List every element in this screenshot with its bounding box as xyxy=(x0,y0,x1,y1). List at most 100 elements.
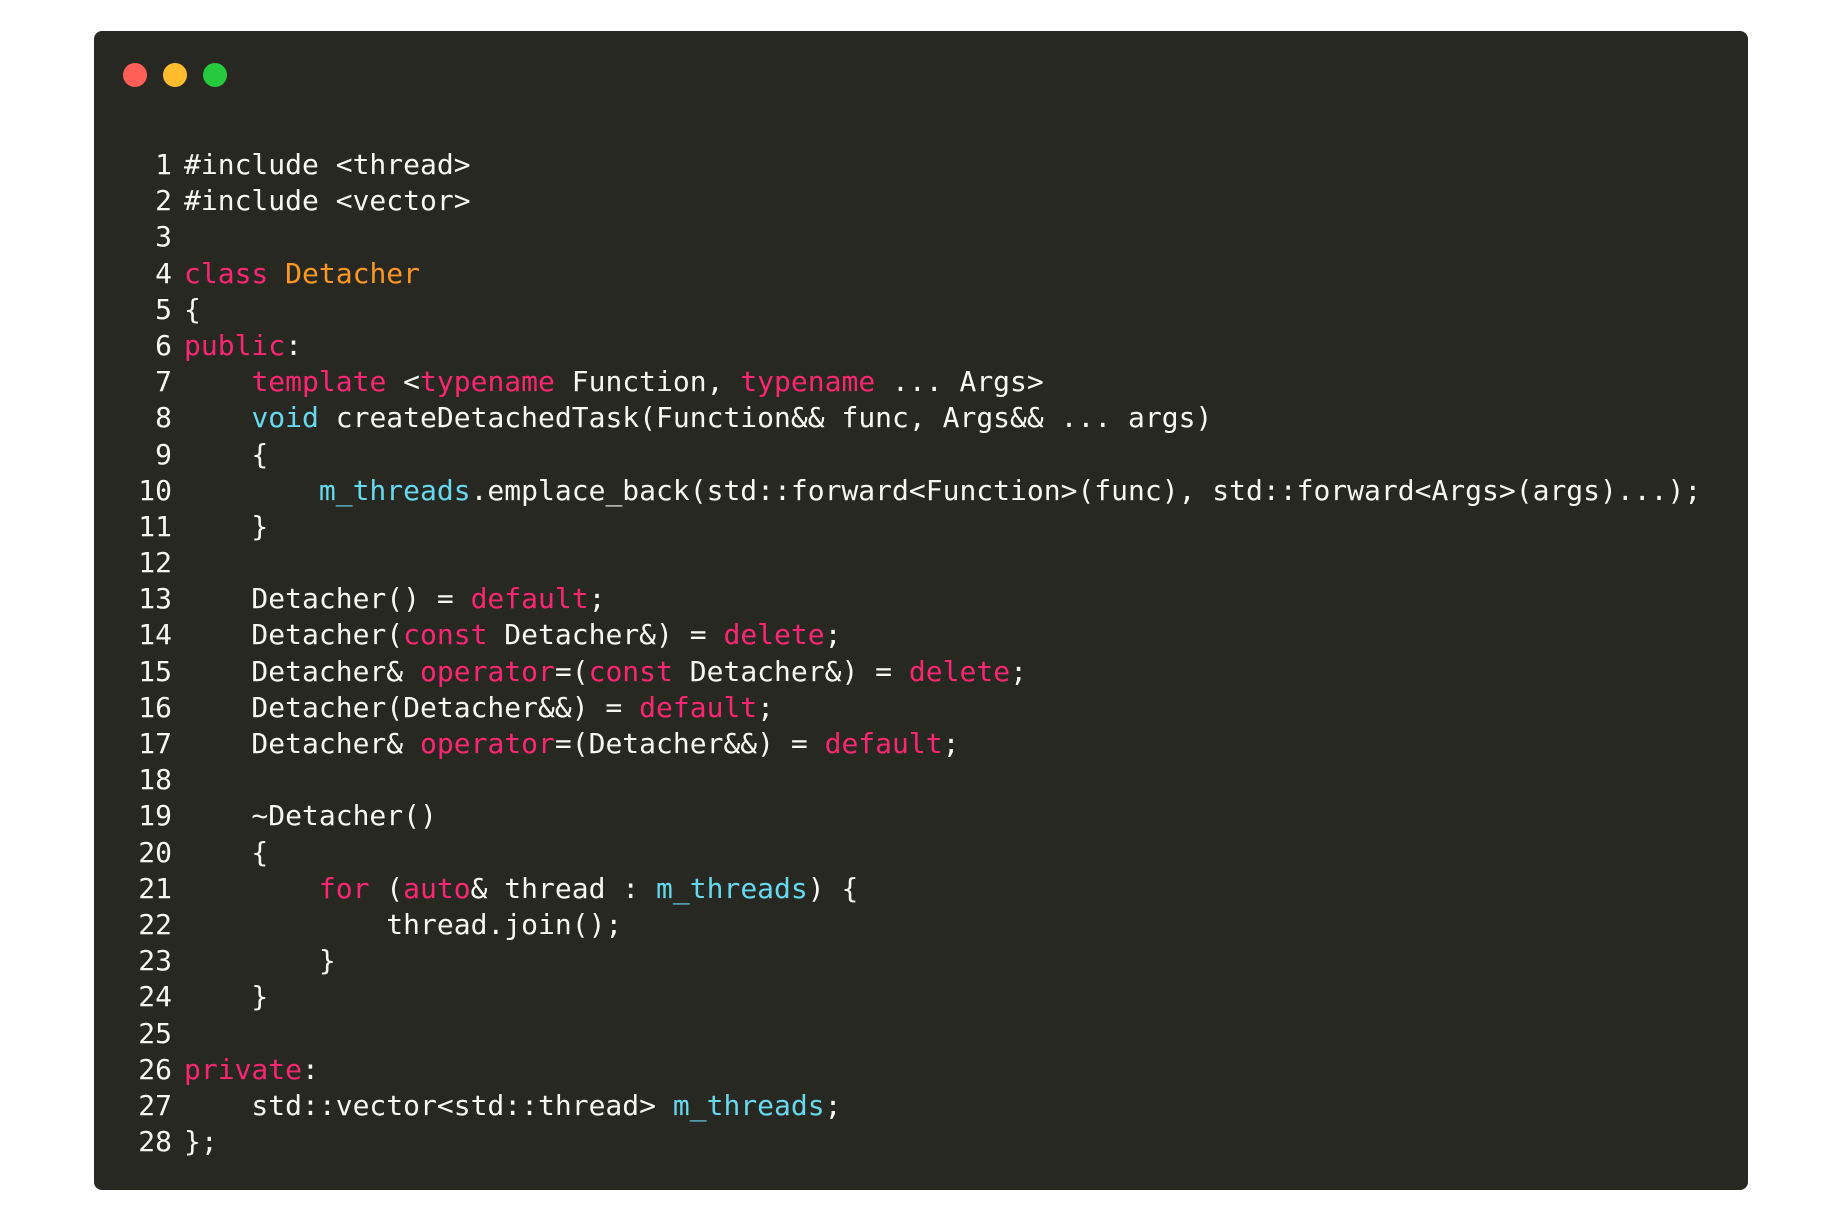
code-token: ( xyxy=(369,871,404,905)
line-number: 14 xyxy=(138,618,172,652)
code-token: Function, xyxy=(554,365,741,399)
code-token: ; xyxy=(588,582,606,616)
keyword-token: public xyxy=(184,328,286,362)
line-number: 6 xyxy=(155,328,172,362)
code-line: 11 } xyxy=(94,509,1701,545)
member-token: m_threads xyxy=(672,1088,825,1122)
code-token: .emplace_back(std::forward<Function>(fun… xyxy=(470,473,1702,507)
member-token: void xyxy=(251,401,319,435)
code-token: : xyxy=(285,328,303,362)
line-number: 19 xyxy=(138,799,172,833)
code-line: 8 void createDetachedTask(Function&& fun… xyxy=(94,400,1701,436)
code-token: =( xyxy=(554,654,589,688)
keyword-token: default xyxy=(470,582,589,616)
code-token xyxy=(184,872,319,905)
code-token: thread.join(); xyxy=(184,907,623,941)
code-token: ... Args> xyxy=(875,365,1044,399)
code-line: 25 xyxy=(94,1016,1701,1052)
code-token: ~Detacher() xyxy=(184,799,437,833)
line-number: 22 xyxy=(138,907,172,941)
keyword-token: delete xyxy=(908,654,1011,688)
code-token: Detacher&) = xyxy=(487,618,724,652)
code-token: } xyxy=(184,944,336,978)
line-number: 11 xyxy=(138,509,172,543)
code-line: 16 Detacher(Detacher&&) = default; xyxy=(94,690,1701,726)
minimize-dot-icon[interactable] xyxy=(163,63,187,87)
keyword-token: typename xyxy=(420,365,555,399)
line-number: 4 xyxy=(155,256,172,290)
code-line: 28}; xyxy=(94,1124,1701,1160)
code-token: } xyxy=(184,980,269,1014)
code-token: Detacher() = xyxy=(184,582,471,616)
keyword-token: for xyxy=(318,871,370,905)
code-line: 14 Detacher(const Detacher&) = delete; xyxy=(94,617,1701,653)
code-token: & thread : xyxy=(470,871,657,905)
line-number: 20 xyxy=(138,835,172,869)
line-number: 26 xyxy=(138,1052,172,1086)
code-line: 15 Detacher& operator=(const Detacher&) … xyxy=(94,654,1701,690)
line-number: 5 xyxy=(155,292,172,326)
code-line: 12 xyxy=(94,545,1701,581)
code-token: createDetachedTask(Function&& func, Args… xyxy=(318,401,1213,435)
code-token xyxy=(268,257,285,290)
line-number: 1 xyxy=(155,148,172,181)
code-line: 24 } xyxy=(94,979,1701,1015)
code-token: ; xyxy=(942,727,960,760)
line-number: 16 xyxy=(138,690,172,724)
member-token: m_threads xyxy=(656,871,808,905)
code-token: std::vector<std::thread> xyxy=(184,1088,673,1122)
code-line: 13 Detacher() = default; xyxy=(94,581,1701,617)
code-token xyxy=(184,401,251,434)
code-token: ; xyxy=(1010,654,1027,688)
code-line: 6 public: xyxy=(94,328,1701,364)
line-number: 17 xyxy=(138,727,172,760)
keyword-token: auto xyxy=(403,871,471,905)
line-number: 28 xyxy=(138,1125,172,1159)
code-line: 22 thread.join(); xyxy=(94,907,1701,943)
code-token: < xyxy=(386,365,421,399)
keyword-token: const xyxy=(403,618,488,652)
keyword-token: typename xyxy=(740,365,876,399)
keyword-token: delete xyxy=(723,618,825,652)
line-number: 23 xyxy=(138,944,172,978)
code-line: 10 m_threads.emplace_back(std::forward<F… xyxy=(94,473,1701,509)
code-token: ) { xyxy=(807,871,859,905)
code-token: { xyxy=(184,835,269,869)
code-line: 17 Detacher& operator=(Detacher&&) = def… xyxy=(94,726,1701,762)
code-token xyxy=(184,365,251,398)
line-number: 12 xyxy=(138,546,172,580)
maximize-dot-icon[interactable] xyxy=(203,63,227,87)
keyword-token: operator xyxy=(420,727,555,760)
code-token xyxy=(184,474,319,507)
code-line: 5{ xyxy=(94,292,1701,328)
line-number: 25 xyxy=(138,1016,172,1050)
line-number: 7 xyxy=(155,365,172,399)
code-line: 7 template <typename Function, typename … xyxy=(94,364,1701,400)
code-line: 3 xyxy=(94,219,1701,255)
code-token: { xyxy=(184,292,201,326)
keyword-token: default xyxy=(639,690,758,724)
close-dot-icon[interactable] xyxy=(123,63,147,87)
code-token: { xyxy=(184,437,269,471)
keyword-token: operator xyxy=(420,654,555,688)
code-token: Detacher(Detacher&&) = xyxy=(184,690,640,724)
code-token: Detacher&) = xyxy=(672,654,909,688)
code-token: Detacher( xyxy=(184,618,404,652)
line-number: 2 xyxy=(155,184,172,218)
code-line: 27 std::vector<std::thread> m_threads; xyxy=(94,1088,1701,1124)
code-token: ; xyxy=(757,690,775,724)
class-name-token: Detacher xyxy=(285,256,421,290)
line-number: 8 xyxy=(155,401,172,435)
code-token: Detacher& xyxy=(184,654,421,688)
line-number: 10 xyxy=(138,473,172,507)
line-number: 21 xyxy=(138,871,172,905)
line-number: 13 xyxy=(138,582,172,616)
code-line: 9 { xyxy=(94,437,1701,473)
line-number: 18 xyxy=(138,763,172,797)
code-token: }; xyxy=(184,1125,218,1159)
line-number: 27 xyxy=(138,1088,172,1122)
code-line: 21 for (auto& thread : m_threads) { xyxy=(94,871,1701,907)
